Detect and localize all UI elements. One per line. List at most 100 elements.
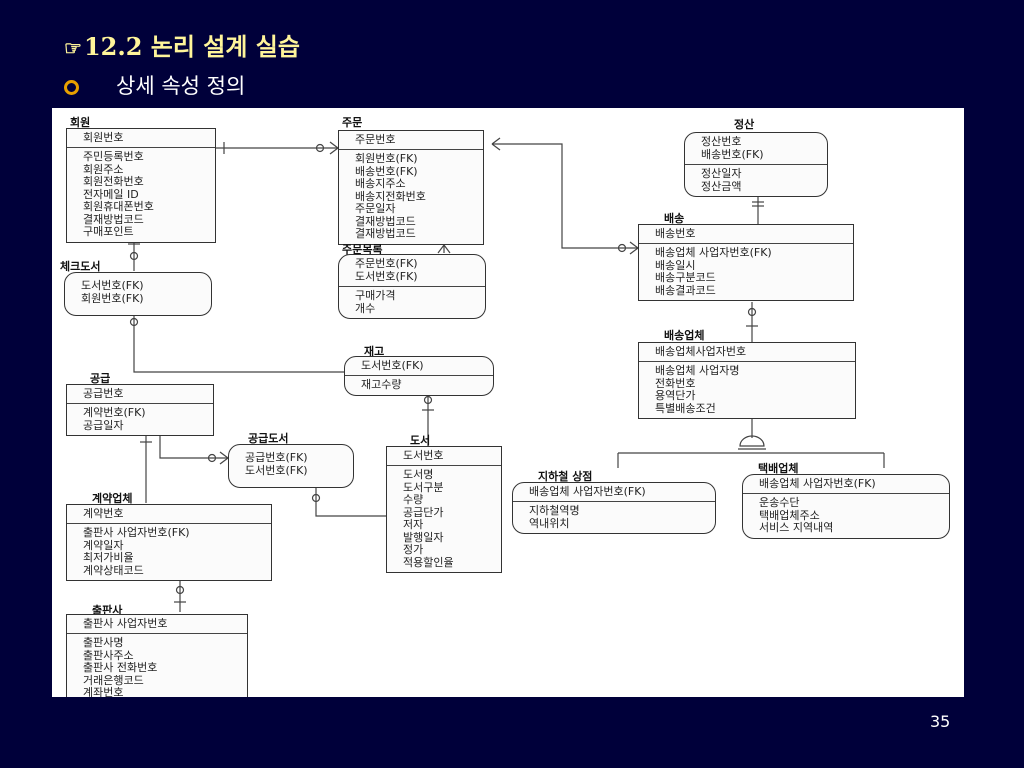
entity-book: 도서번호 도서명 도서구분 수량 공급단가 저자 발행일자 정가 적용할인율 [386,446,502,573]
entity-label-publisher: 출판사 [92,604,123,617]
ring-bullet-icon [64,80,79,95]
pk-attr: 정산번호 [701,135,742,148]
pk-attr: 도서번호(FK) [245,464,308,477]
entity-label-courier: 택배업체 [758,462,799,475]
attr: 공급일자 [83,418,124,432]
attr: 재고수량 [361,378,402,391]
attr: 출판사 사업자번호(FK) [83,526,190,539]
entity-label-contractor: 계약업체 [92,492,133,505]
pk-attr: 계약번호 [83,507,124,520]
attr: 거래은행코드 [83,673,144,687]
attr: 택배업체주소 [759,508,820,522]
attr: 회원휴대폰번호 [83,200,154,213]
attr: 용역단가 [655,389,696,402]
attr: 결재방법코드 [83,212,144,226]
attr: 계약번호(FK) [83,406,146,419]
entity-label-order: 주문 [342,116,363,129]
attr: 회원주소 [83,162,124,176]
attr: 정산일자 [701,167,742,180]
attr: 배송지주소 [355,177,406,190]
pointing-hand-icon: ☞ [64,36,82,60]
slide-title-text: 12.2 논리 설계 실습 [83,32,300,61]
attr: 주민등록번호 [83,150,144,163]
entity-label-book: 도서 [410,434,431,447]
relationship-lines [127,137,885,612]
attr: 구매가격 [355,289,396,302]
pk-attr: 공급번호(FK) [245,451,308,464]
entity-carrier: 배송업체사업자번호 배송업체 사업자명 전화번호 용역단가 특별배송조건 [638,342,856,419]
attr: 배송일시 [655,258,696,272]
pk-attr: 회원번호 [83,131,124,144]
attr: 최저가비율 [83,551,134,564]
pk-attr: 도서번호(FK) [361,359,424,372]
entity-label-supply: 공급 [90,372,111,385]
entity-courier: 배송업체 사업자번호(FK) 운송수단 택배업체주소 서비스 지역내역 [742,474,950,539]
attr: 배송번호(FK) [355,164,418,178]
attr: 출판사주소 [83,648,134,662]
entity-label-checkbook: 체크도서 [60,260,101,273]
attr: 계약상태코드 [83,563,144,577]
attr: 구매포인트 [83,225,134,238]
attr: 배송지전화번호 [355,189,426,203]
entity-stock: 도서번호(FK) 재고수량 [344,356,494,396]
attr: 배송구분코드 [655,271,716,284]
attr: 공급단가 [403,505,444,519]
entity-label-member: 회원 [70,116,91,129]
pk-attr: 도서번호(FK) [355,270,418,283]
erd-diagram: 회원 회원번호 주민등록번호 회원주소 회원전화번호 전자메일 ID 회원휴대폰… [52,108,964,697]
entity-label-orderlist: 주문목록 [342,243,383,256]
entity-contractor: 계약번호 출판사 사업자번호(FK) 계약일자 최저가비율 계약상태코드 [66,504,272,581]
attr: 계좌번호 [83,686,124,697]
attr: 전화번호 [655,376,696,390]
pk-attr: 배송업체 사업자번호(FK) [759,477,876,490]
entity-label-stock: 재고 [364,345,385,358]
pk-attr: 출판사 사업자번호 [83,617,168,630]
attr: 결재방법코드 [355,227,416,240]
attr: 회원번호(FK) [355,152,418,165]
page-number: 35 [930,712,951,731]
attr: 배송업체 사업자번호(FK) [655,246,772,259]
pk-attr: 도서번호(FK) [81,279,144,292]
attr: 전자메일 ID [83,187,139,201]
entity-delivery: 배송번호 배송업체 사업자번호(FK) 배송일시 배송구분코드 배송결과코드 [638,224,854,301]
entity-checkbook: 도서번호(FK) 회원번호(FK) [64,272,212,316]
attr: 개수 [355,301,376,315]
slide-title: ☞12.2 논리 설계 실습 [64,32,300,63]
entity-settle: 정산번호 배송번호(FK) 정산일자 정산금액 [684,132,828,197]
attr: 도서명 [403,468,434,481]
attr: 배송결과코드 [655,283,716,297]
entity-label-subway: 지하철 상점 [538,470,593,483]
attr: 발행일자 [403,530,444,544]
pk-attr: 배송번호 [655,227,696,240]
pk-attr: 배송번호(FK) [701,148,764,161]
pk-attr: 주문번호(FK) [355,257,418,270]
entity-label-carrier: 배송업체 [664,329,705,342]
attr: 저자 [403,518,424,531]
attr: 수량 [403,493,424,506]
attr: 회원전화번호 [83,175,144,188]
entity-supply: 공급번호 계약번호(FK) 공급일자 [66,384,214,436]
pk-attr: 회원번호(FK) [81,292,144,305]
attr: 서비스 지역내역 [759,521,834,534]
pk-attr: 공급번호 [83,387,124,400]
attr: 결재방법코드 [355,214,416,228]
attr: 정산금액 [701,179,742,193]
attr: 역내위치 [529,516,570,530]
attr: 주문일자 [355,202,396,215]
pk-attr: 도서번호 [403,449,444,462]
attr: 정가 [403,543,424,556]
attr: 출판사 전화번호 [83,661,158,674]
entity-member: 회원번호 주민등록번호 회원주소 회원전화번호 전자메일 ID 회원휴대폰번호 … [66,128,216,243]
entity-supplybook: 공급번호(FK) 도서번호(FK) [228,444,354,488]
attr: 특별배송조건 [655,401,716,415]
entity-label-delivery: 배송 [664,212,685,225]
attr: 적용할인율 [403,555,454,569]
pk-attr: 주문번호 [355,133,396,146]
attr: 출판사명 [83,636,124,649]
entity-label-settle: 정산 [734,118,755,131]
attr: 배송업체 사업자명 [655,364,740,377]
attr: 운송수단 [759,496,800,509]
attr: 도서구분 [403,480,444,494]
entity-publisher: 출판사 사업자번호 출판사명 출판사주소 출판사 전화번호 거래은행코드 계좌번… [66,614,248,697]
entity-order: 주문번호 회원번호(FK) 배송번호(FK) 배송지주소 배송지전화번호 주문일… [338,130,484,245]
